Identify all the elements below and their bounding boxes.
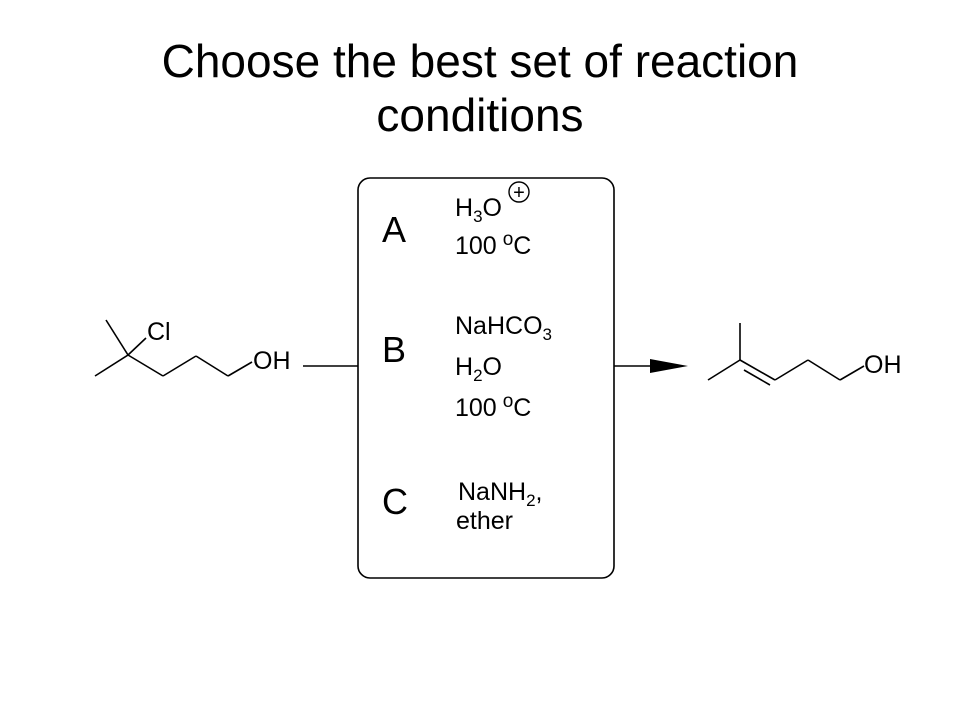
- chlorine-label: Cl: [147, 318, 171, 346]
- bond: [94, 354, 129, 377]
- bond-to-oh: [839, 365, 865, 381]
- conditions-box: [357, 177, 615, 579]
- charge-symbol: +: [513, 182, 525, 204]
- bond: [105, 319, 129, 356]
- bond: [807, 359, 841, 381]
- option-c-letter: C: [382, 481, 408, 522]
- option-a-reagent: H3O: [455, 194, 502, 226]
- bond-to-cl: [127, 337, 147, 356]
- title-line-1: Choose the best set of reaction: [161, 35, 799, 87]
- option-b-letter: B: [382, 329, 406, 370]
- option-c[interactable]: C NaNH2, ether: [382, 478, 543, 535]
- arrow-head-icon: [650, 359, 688, 373]
- double-bond-second-line: [743, 369, 771, 386]
- positive-charge-icon: [508, 181, 530, 203]
- title-line-2: conditions: [376, 89, 584, 141]
- product-hydroxyl-label: OH: [864, 351, 902, 379]
- option-a-letter: A: [382, 209, 406, 250]
- bond-to-oh: [227, 361, 253, 377]
- option-c-reagent: NaNH2,: [458, 478, 543, 510]
- reactant-structure: [94, 319, 253, 377]
- bond: [162, 355, 197, 377]
- bond: [707, 359, 741, 381]
- option-b-reagent-1: NaHCO3: [455, 312, 552, 344]
- option-b-reagent-2: H2O: [455, 353, 502, 385]
- reactant-hydroxyl-label: OH: [253, 347, 291, 375]
- bond: [195, 355, 229, 377]
- bond: [127, 354, 164, 377]
- bond: [774, 359, 809, 381]
- slide-title: Choose the best set of reaction conditio…: [0, 34, 960, 142]
- option-c-solvent: ether: [456, 507, 513, 535]
- product-structure: [707, 323, 865, 386]
- double-bond: [739, 359, 776, 381]
